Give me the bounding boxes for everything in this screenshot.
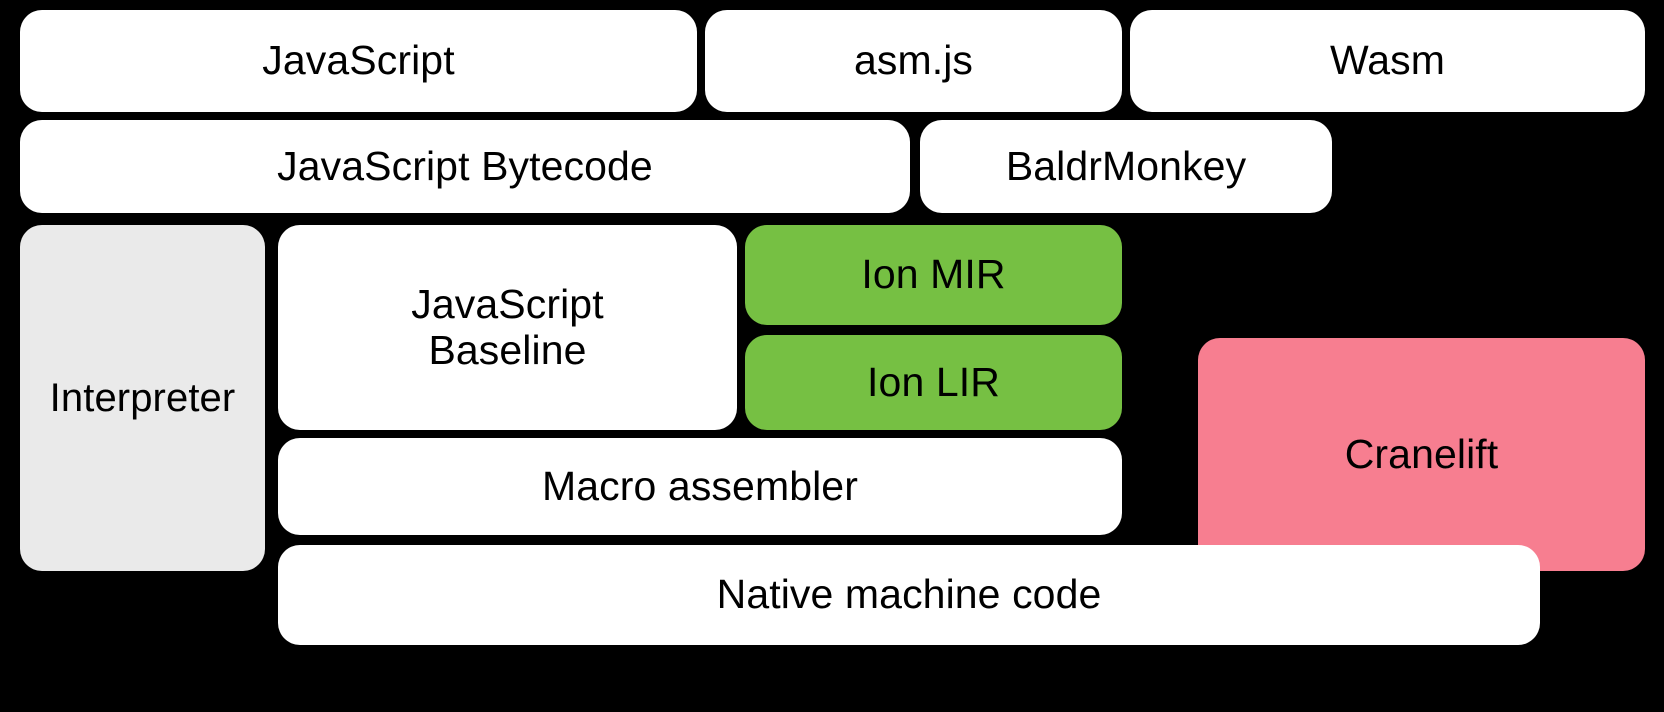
node-javascript[interactable]: JavaScript	[20, 10, 697, 112]
node-cranelift[interactable]: Cranelift	[1198, 338, 1645, 571]
node-macro-assembler[interactable]: Macro assembler	[278, 438, 1122, 535]
node-baldrmonkey[interactable]: BaldrMonkey	[920, 120, 1332, 213]
node-native-machine-code[interactable]: Native machine code	[278, 545, 1540, 645]
node-interpreter[interactable]: Interpreter	[20, 225, 265, 571]
node-javascript-bytecode[interactable]: JavaScript Bytecode	[20, 120, 910, 213]
node-asmjs[interactable]: asm.js	[705, 10, 1122, 112]
node-javascript-baseline[interactable]: JavaScript Baseline	[278, 225, 737, 430]
node-wasm[interactable]: Wasm	[1130, 10, 1645, 112]
node-ion-mir[interactable]: Ion MIR	[745, 225, 1122, 325]
node-ion-lir[interactable]: Ion LIR	[745, 335, 1122, 430]
